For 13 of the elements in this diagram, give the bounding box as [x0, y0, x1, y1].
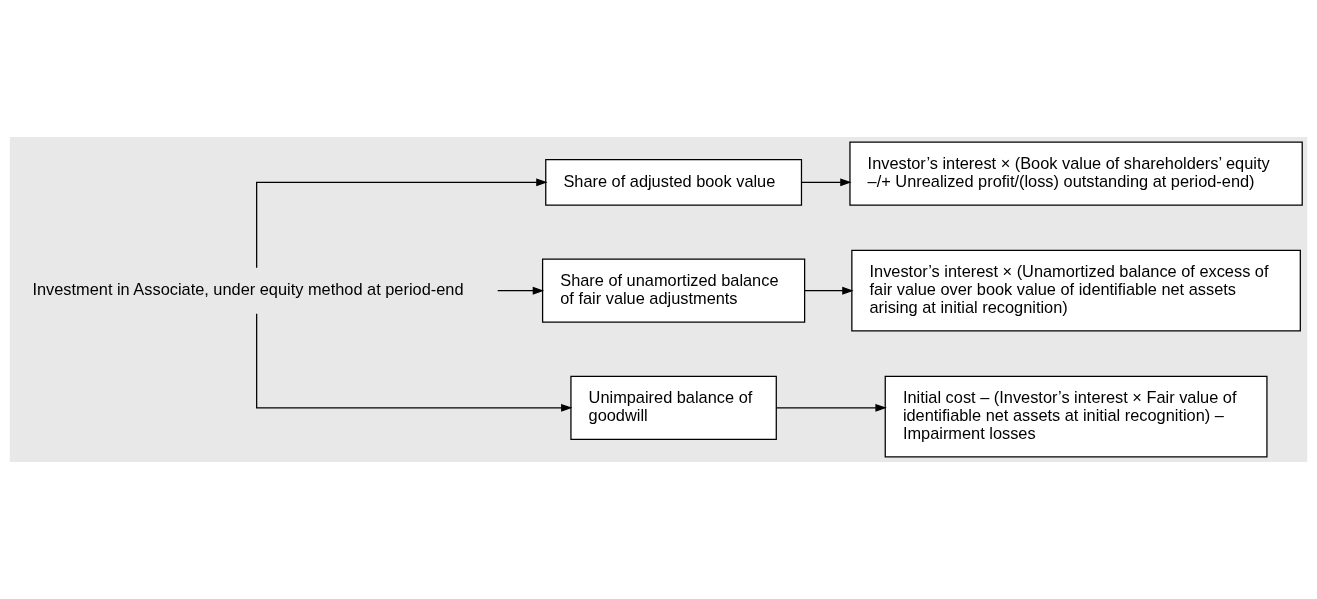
arrow — [256, 178, 548, 269]
node-box: Share of unamortized balance of fair value adjustments — [542, 258, 806, 323]
node-box: Share of adjusted book value — [545, 159, 803, 206]
node-box: Investor’s interest × (Unamortized balance of excess of fair value over book value of identifiable net assets arising at initial recognition) — [851, 249, 1301, 332]
arrow — [776, 403, 887, 412]
arrow — [256, 313, 573, 412]
node-box: Initial cost – (Investor’s interest × Fair value of identifiable net assets at initial recognition) – Impairment losses — [884, 375, 1268, 458]
node-box: Investor’s interest × (Book value of shareholders’ equity –/+ Unrealized profit/(loss) outstanding at period-end) — [849, 141, 1303, 206]
arrow — [800, 178, 852, 187]
node-text: Investment in Associate, under equity method at period-end — [32, 279, 464, 298]
arrow — [804, 286, 854, 295]
node-box: Unimpaired balance of goodwill — [570, 375, 777, 440]
arrow — [497, 286, 545, 295]
